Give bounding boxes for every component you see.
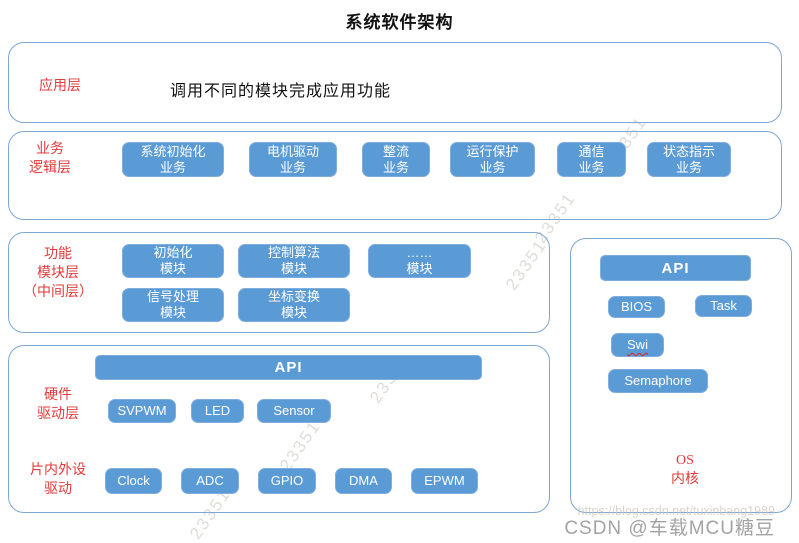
module-box-init: 初始化 模块 [122,244,224,278]
application-layer-panel [8,42,782,123]
periph-box-clock: Clock [105,468,162,494]
module-layer-label: 功能 模块层 （中间层） [23,247,93,300]
os-box-semaphore: Semaphore [608,369,708,393]
os-box-swi: Swi [611,333,664,357]
watermark-credit: CSDN @车载MCU糖豆 [564,518,775,539]
business-box-rectify: 整流 业务 [362,142,430,177]
os-kernel-label: OS 内核 [671,453,699,487]
os-api-bar: API [600,255,751,281]
periph-box-adc: ADC [181,468,239,494]
hw-box-led: LED [191,399,244,423]
periph-box-dma: DMA [335,468,392,494]
hw-box-svpwm: SVPWM [108,399,176,423]
business-layer-panel [8,131,782,220]
business-box-protection: 运行保护 业务 [450,142,535,177]
business-box-communication: 通信 业务 [557,142,626,177]
periph-box-epwm: EPWM [411,468,478,494]
driver-layer-panel [8,345,550,513]
module-box-control-algorithm: 控制算法 模块 [238,244,350,278]
module-box-coordinate-transform: 坐标变换 模块 [238,288,350,322]
peripheral-driver-label: 片内外设 驱动 [30,463,86,497]
os-kernel-panel [570,238,792,513]
os-box-task: Task [695,295,752,317]
os-box-bios: BIOS [608,296,665,318]
driver-api-bar: API [95,355,482,380]
periph-box-gpio: GPIO [258,468,316,494]
application-layer-label: 应用层 [39,79,81,94]
application-layer-text: 调用不同的模块完成应用功能 [170,83,392,100]
hw-box-sensor: Sensor [257,399,331,423]
diagram-title: 系统软件架构 [345,13,454,32]
module-box-ellipsis: …… 模块 [368,244,471,278]
business-box-system-init: 系统初始化 业务 [122,142,224,177]
business-box-status-indicate: 状态指示 业务 [647,142,731,177]
business-box-motor-drive: 电机驱动 业务 [249,142,337,177]
os-box-swi-label: Swi [627,337,648,353]
module-layer-panel [8,232,550,333]
module-box-signal-processing: 信号处理 模块 [122,288,224,322]
hardware-driver-label: 硬件 驱动层 [37,388,79,422]
business-layer-label: 业务 逻辑层 [29,142,71,176]
